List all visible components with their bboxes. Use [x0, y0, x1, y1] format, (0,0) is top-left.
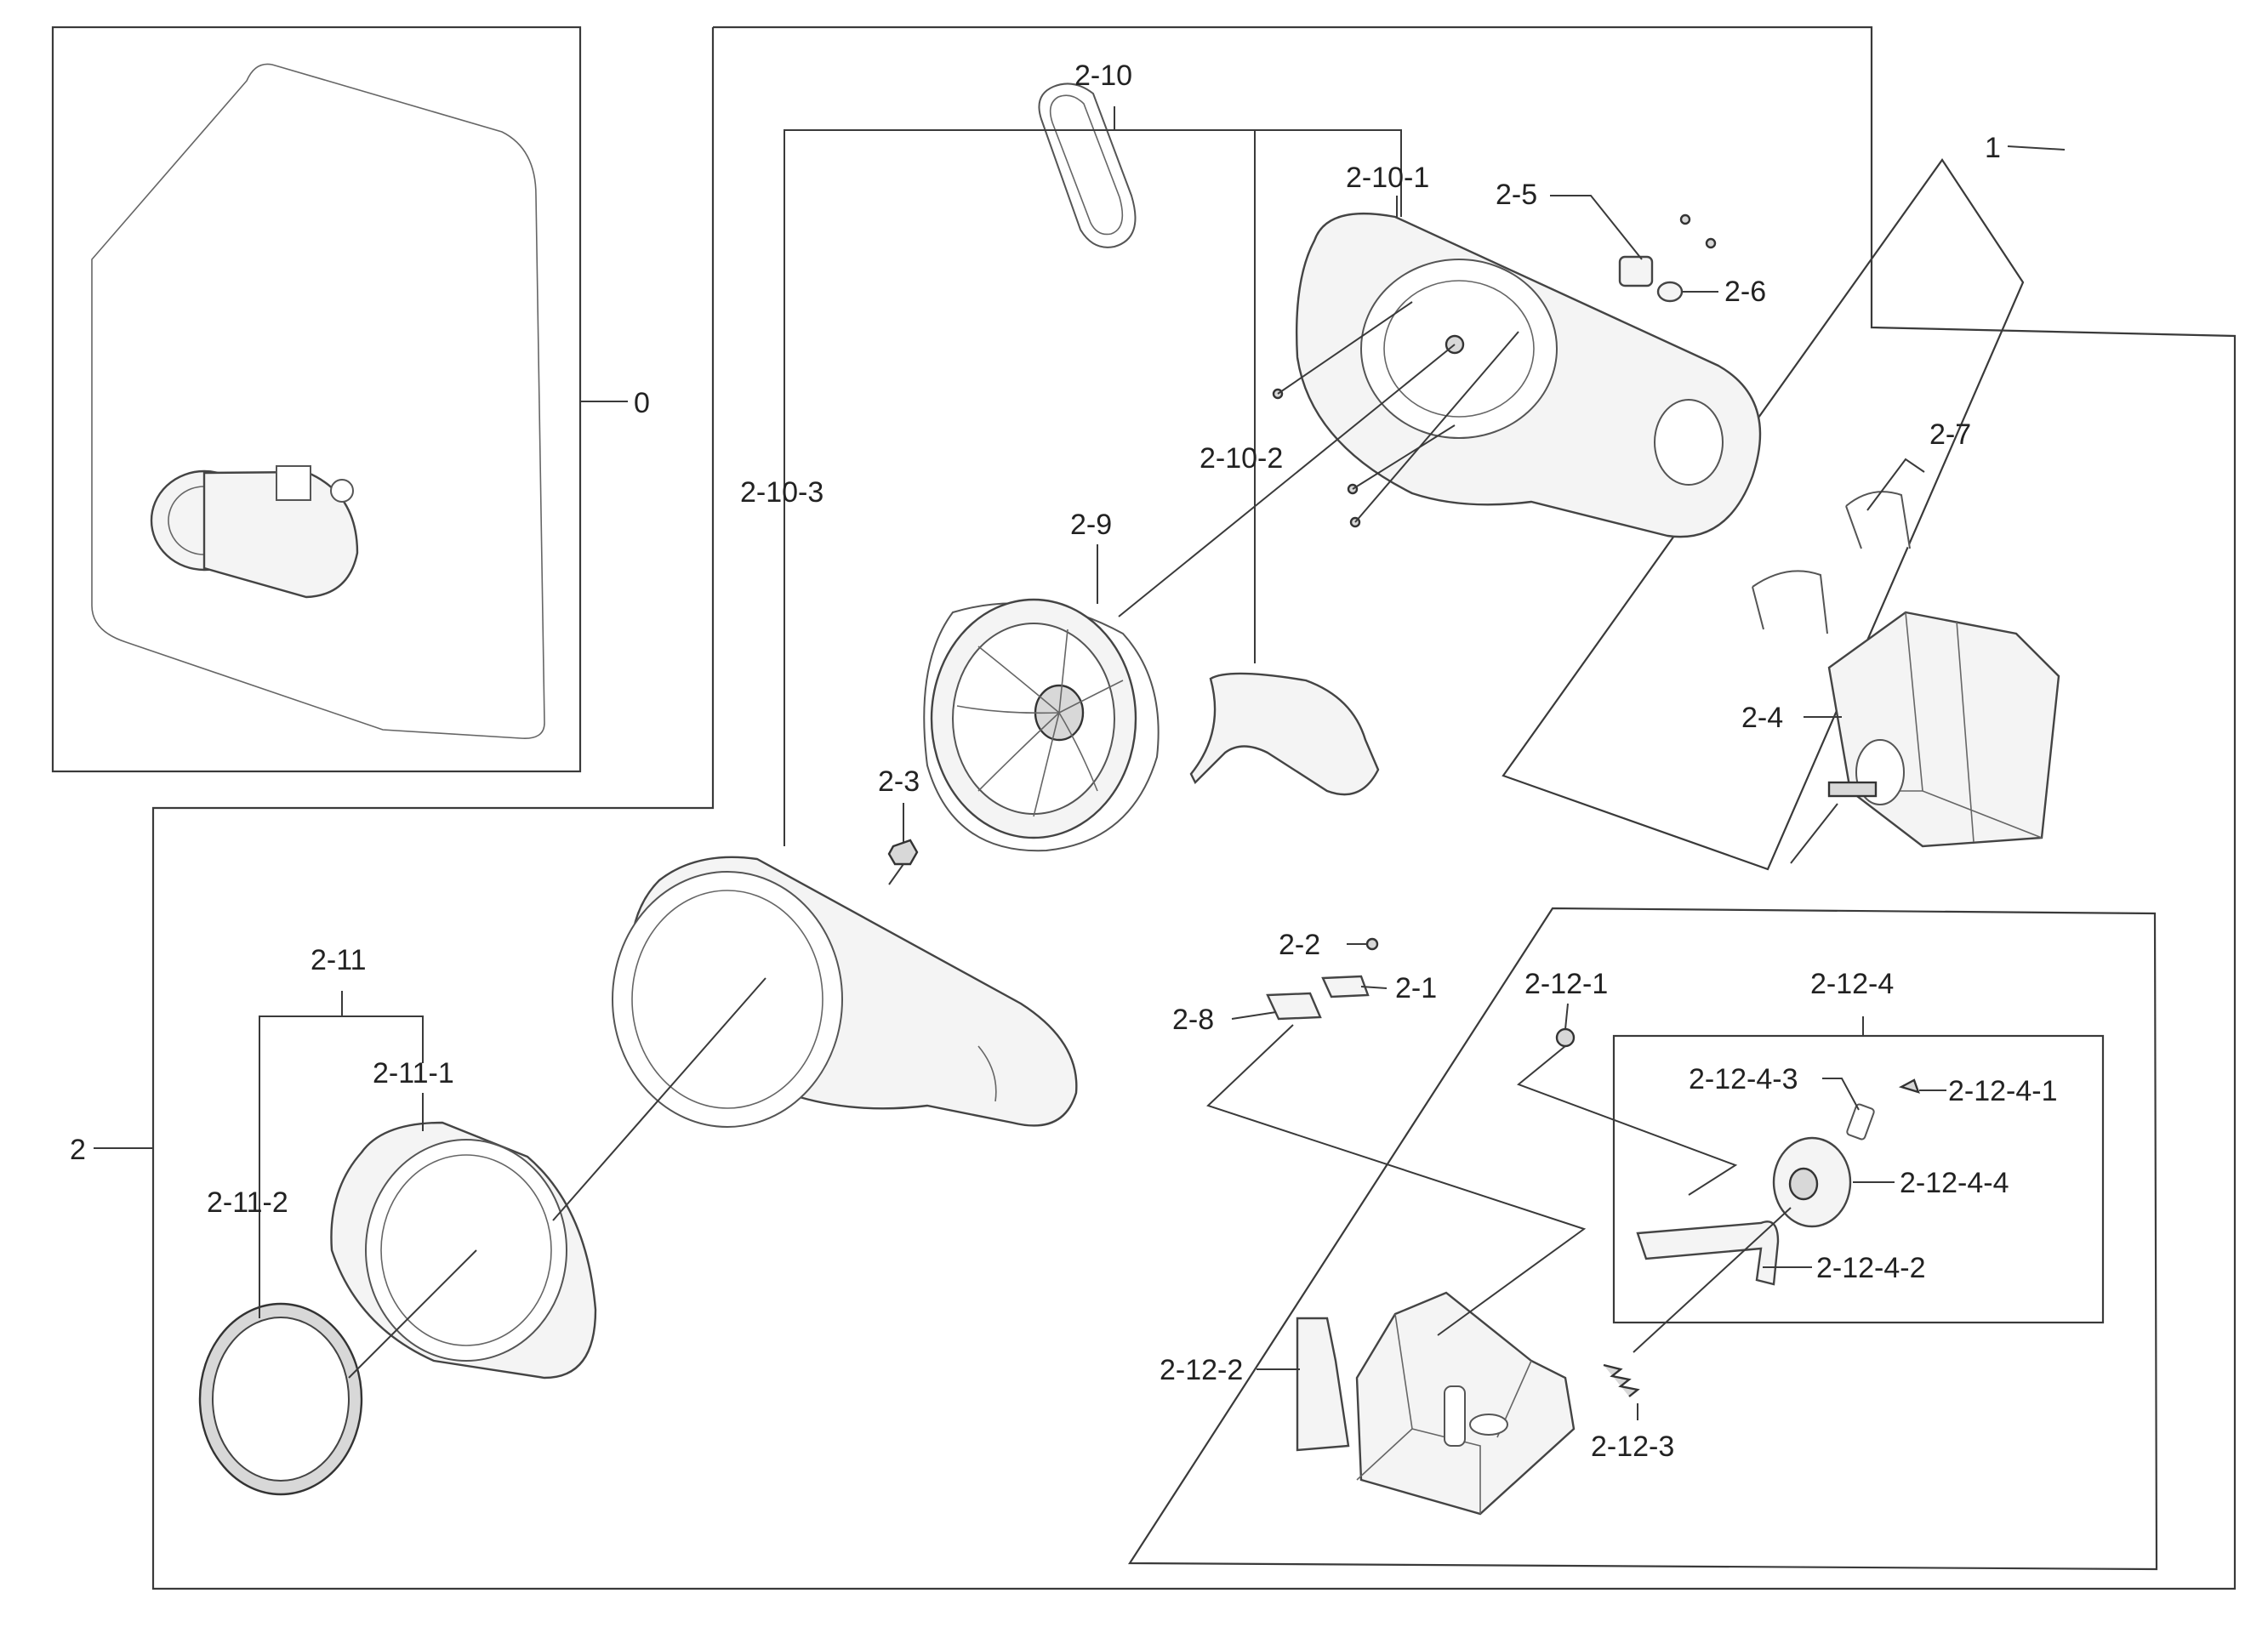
screw — [1705, 237, 1717, 249]
drive-belt — [1038, 82, 1137, 248]
callout-2-12-1: 2-12-1 — [1524, 968, 1608, 1000]
idler-arm — [1636, 1220, 1780, 1286]
callout-2-11: 2-11 — [311, 944, 367, 976]
assembly-2-frame — [151, 26, 2237, 1590]
drive-belt-inner — [1049, 94, 1124, 236]
callout-2-10-3: 2-10-3 — [740, 476, 823, 509]
blower-seal-bracket — [330, 1121, 597, 1380]
callout-0: 0 — [634, 387, 650, 419]
idler-pulley-frame — [1612, 1034, 2105, 1324]
callout-2-11-2: 2-11-2 — [207, 1186, 288, 1219]
drive-motor — [1827, 611, 2060, 848]
assembly-overview — [91, 63, 545, 739]
callout-2-12-2: 2-12-2 — [1160, 1354, 1243, 1386]
screw — [1679, 213, 1691, 225]
blower-housing-back — [1295, 212, 1762, 538]
callout-2-12-4-3: 2-12-4-3 — [1689, 1063, 1798, 1095]
callout-2-6: 2-6 — [1724, 276, 1766, 308]
callout-2-11-1: 2-11-1 — [373, 1057, 454, 1089]
wheel-nut — [887, 839, 919, 866]
blower-housing-front — [612, 856, 1078, 1128]
leader-lines — [94, 106, 2066, 1420]
thermistor — [1656, 281, 1684, 303]
callout-2-12-4-2: 2-12-4-2 — [1816, 1252, 1926, 1284]
idler-bolt — [1555, 1027, 1576, 1048]
callout-1: 1 — [1985, 132, 2001, 164]
callout-2-5: 2-5 — [1496, 179, 1537, 211]
callout-2-10-2: 2-10-2 — [1200, 442, 1283, 475]
felt-seal-ring-inner — [212, 1317, 350, 1482]
callout-2-10-1: 2-10-1 — [1346, 162, 1429, 194]
thermostat — [1618, 255, 1654, 287]
callout-2: 2 — [70, 1134, 86, 1166]
callout-2-12-3: 2-12-3 — [1591, 1431, 1674, 1463]
callout-2-7: 2-7 — [1929, 418, 1971, 451]
idler-spring — [1603, 1363, 1640, 1397]
callout-2-3: 2-3 — [878, 765, 920, 798]
idler-subassembly-frame — [1127, 907, 2158, 1571]
callout-2-12-4-4: 2-12-4-4 — [1900, 1167, 2009, 1199]
callout-2-4: 2-4 — [1741, 702, 1783, 734]
callout-2-10: 2-10 — [1074, 60, 1132, 92]
motor-clamps — [1752, 491, 1911, 634]
blower-duct — [1189, 672, 1380, 796]
idler-spacer — [1846, 1103, 1875, 1141]
idler-pulley-hub — [1788, 1167, 1819, 1201]
callout-2-12-4: 2-12-4 — [1810, 968, 1894, 1000]
callout-labels: 0 1 2 2-10 2-10-1 2-5 2-6 2-10-2 2-10-3 … — [70, 60, 2058, 1463]
idler-bracket — [1296, 1291, 1576, 1516]
callout-2-2: 2-2 — [1279, 929, 1320, 961]
idler-axle-cap — [1898, 1078, 1920, 1094]
assembly-overview-frame — [51, 26, 582, 773]
callout-2-8: 2-8 — [1172, 1004, 1214, 1036]
screw — [1365, 937, 1379, 951]
callout-2-9: 2-9 — [1070, 509, 1112, 541]
callout-2-1: 2-1 — [1395, 972, 1437, 1004]
callout-2-12-4-1: 2-12-4-1 — [1948, 1075, 2058, 1107]
motor-subassembly-frame — [1502, 158, 2025, 871]
door-switch — [1266, 992, 1322, 1021]
blower-wheel — [923, 598, 1160, 852]
switch-bracket — [1321, 975, 1370, 998]
